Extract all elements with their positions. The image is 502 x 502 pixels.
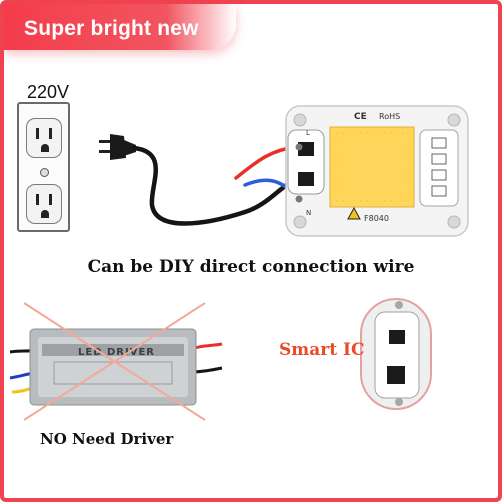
rohs-mark: RoHS [379, 112, 400, 121]
led-driver-box [9, 328, 223, 406]
wall-outlet [17, 102, 70, 232]
direct-wire-caption: Can be DIY direct connection wire [87, 257, 415, 277]
promo-banner: Super bright new [4, 4, 236, 50]
banner-title: Super bright new [24, 17, 199, 40]
smart-ic-detail [360, 298, 432, 410]
plug-icon [99, 134, 136, 160]
no-driver-caption: NO Need Driver [40, 430, 174, 448]
chip-n-label: N [306, 209, 311, 217]
cross-line [23, 302, 206, 421]
screw-icon [40, 168, 49, 177]
voltage-label: 220V [27, 82, 70, 102]
socket-bottom [26, 184, 62, 224]
ce-mark: CE [354, 112, 367, 122]
smart-ic-label: Smart IC [279, 340, 365, 360]
cob-led-chip [285, 105, 469, 237]
power-cable [131, 145, 303, 226]
socket-top [26, 118, 62, 158]
chip-l-label: L [306, 129, 310, 137]
driver-label: LED DRIVER [78, 347, 155, 358]
chip-model: F8040 [364, 214, 389, 223]
